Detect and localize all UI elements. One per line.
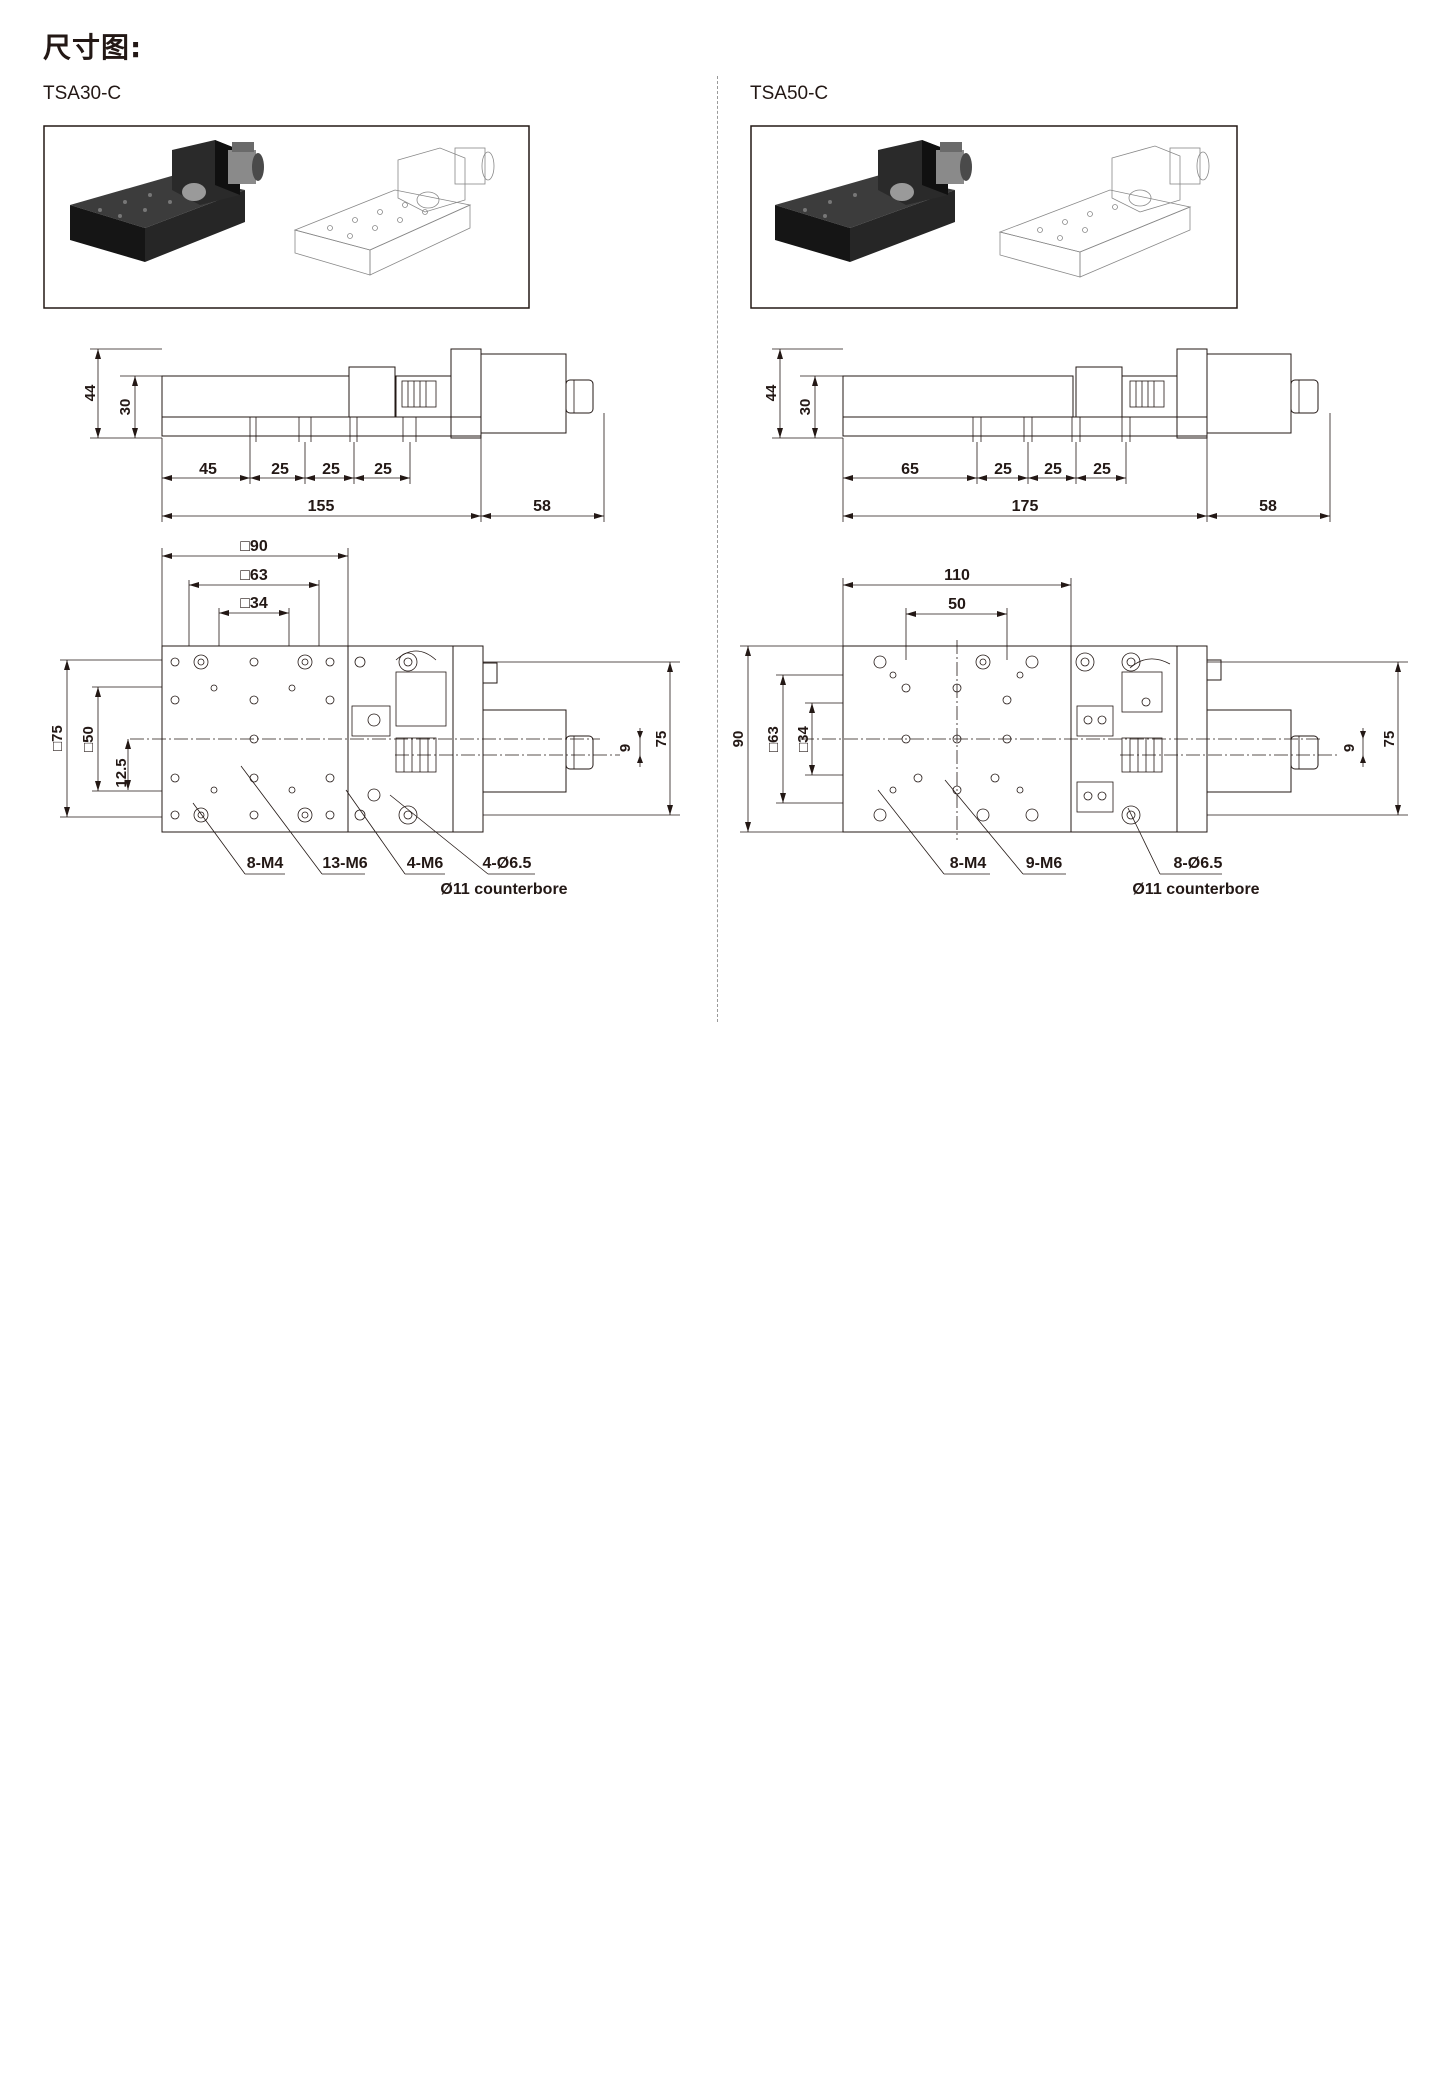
hole-pattern (873, 652, 1141, 825)
dim-side-motor: 58 (1259, 498, 1277, 515)
model-label-tsa50: TSA50-C (750, 83, 829, 104)
dim-side-d2: 25 (271, 461, 289, 478)
callout-8-d6-5: 8-Ø6.5 (1174, 855, 1223, 872)
product-photo-frame (43, 125, 530, 309)
dim-side-d4: 25 (1093, 461, 1111, 478)
dim-top-w2: 50 (948, 596, 966, 613)
dim-top-w1: 110 (944, 567, 970, 584)
dim-side-d1: 45 (199, 461, 217, 478)
dim-side-44: 44 (82, 384, 99, 401)
column-divider (717, 76, 718, 1022)
dim-side-d3: 25 (1044, 461, 1062, 478)
dim-top-v4: 9 (1341, 744, 1358, 752)
dim-side-motor: 58 (533, 498, 551, 515)
dim-top-v1: □75 (49, 725, 66, 751)
callout-13-m6: 13-M6 (322, 855, 367, 872)
callout-8-m4: 8-M4 (950, 855, 987, 872)
callout-9-m6: 9-M6 (1026, 855, 1063, 872)
top-view: 110 50 90 □63 □34 75 9 (730, 567, 1408, 898)
render-black-stage (775, 140, 972, 262)
dim-top-v5: 75 (1381, 731, 1398, 748)
dim-side-d1: 65 (901, 461, 919, 478)
dim-top-sq2: □63 (240, 567, 268, 584)
render-line-art (998, 145, 1210, 278)
render-black-stage (70, 140, 264, 262)
callout-8-m4: 8-M4 (247, 855, 284, 872)
product-photo-frame (750, 125, 1238, 309)
page-title: 尺寸图: (43, 31, 143, 64)
dim-top-v1: 90 (730, 731, 747, 748)
dim-top-sq1: □90 (240, 538, 268, 555)
drawing-tsa50: 44 30 65 25 25 25 175 58 (730, 125, 1408, 898)
dim-top-v5: 75 (653, 731, 670, 748)
dim-top-v3: 12.5 (113, 758, 130, 787)
callout-4-d6-5: 4-Ø6.5 (483, 855, 532, 872)
model-label-tsa30: TSA30-C (43, 83, 122, 104)
render-line-art (293, 147, 495, 276)
dim-top-v3: □34 (795, 725, 812, 751)
note-counterbore: Ø11 counterbore (1132, 881, 1259, 898)
dim-side-30: 30 (117, 399, 134, 416)
top-view: □90 □63 □34 □75 □50 12.5 75 9 (49, 538, 680, 898)
hole-pattern (170, 652, 418, 825)
dim-side-30: 30 (797, 399, 814, 416)
dim-top-sq3: □34 (240, 595, 268, 612)
dim-side-44: 44 (763, 384, 780, 401)
note-counterbore: Ø11 counterbore (440, 881, 567, 898)
drawing-tsa30: 44 30 45 25 25 25 155 58 (43, 125, 680, 898)
callout-4-m6: 4-M6 (407, 855, 444, 872)
side-view: 44 30 45 25 25 25 155 58 (82, 348, 605, 522)
dim-top-v2: □63 (765, 726, 782, 752)
dim-side-d3: 25 (322, 461, 340, 478)
dim-side-d4: 25 (374, 461, 392, 478)
dim-top-v4: 9 (617, 744, 634, 752)
dim-side-d2: 25 (994, 461, 1012, 478)
dim-side-length: 175 (1012, 498, 1039, 515)
side-view: 44 30 65 25 25 25 175 58 (763, 348, 1331, 522)
dim-side-length: 155 (308, 498, 335, 515)
dim-top-v2: □50 (80, 726, 97, 752)
